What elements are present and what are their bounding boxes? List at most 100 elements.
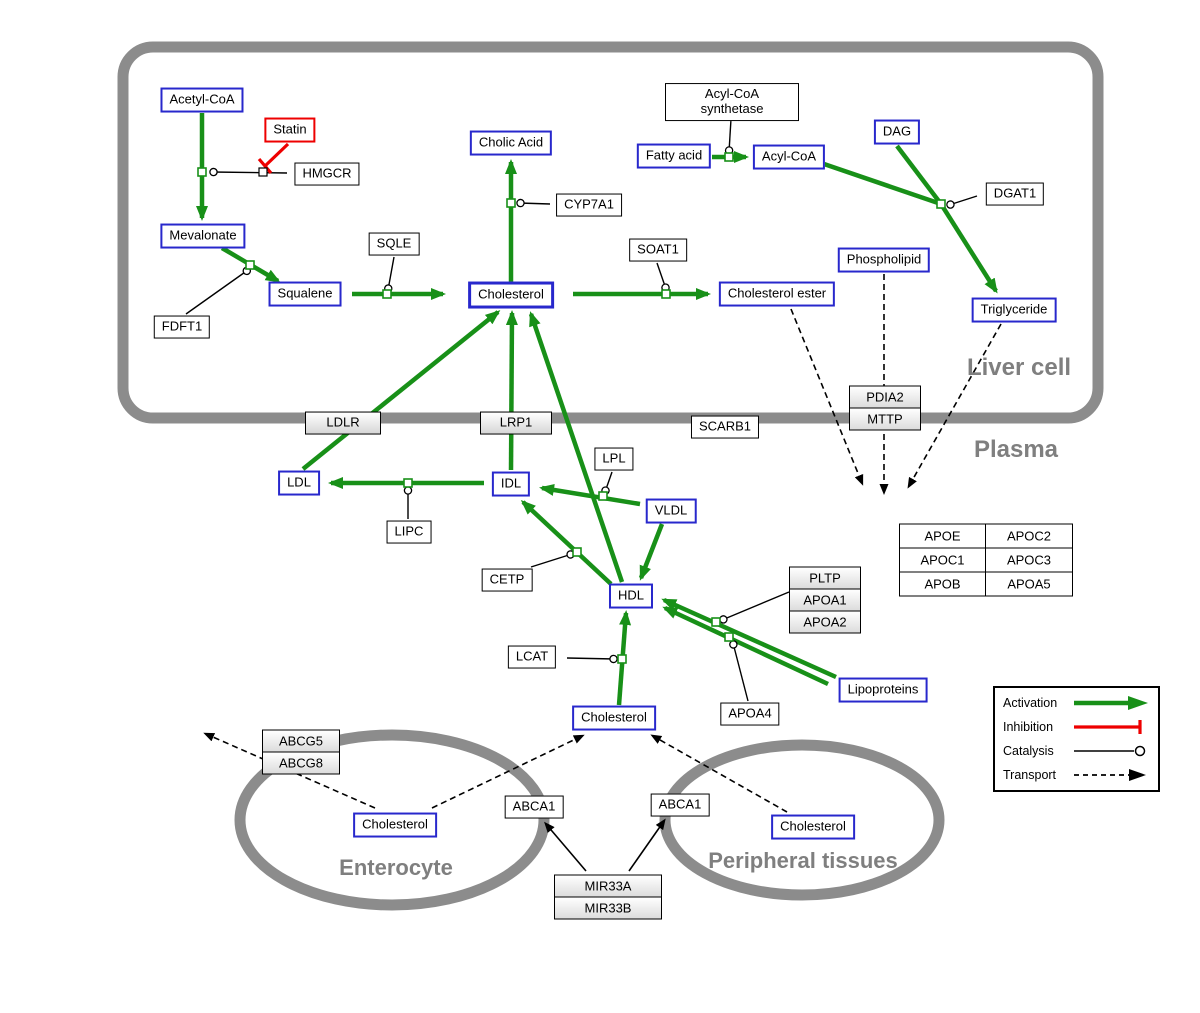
- node-abca1-enterocyte[interactable]: ABCA1: [504, 795, 564, 819]
- liver-cell-membrane: [117, 41, 1104, 424]
- node-mevalonate[interactable]: Mevalonate: [160, 223, 246, 249]
- inhibit-statin-hmgcr: [263, 142, 290, 168]
- node-dag[interactable]: DAG: [873, 119, 921, 145]
- node-ldlr[interactable]: LDLR: [305, 411, 381, 435]
- legend: Activation Inhibition Catalysis Transpor…: [993, 686, 1160, 792]
- transport-enterocyte-to-plasma-cholesterol: [431, 734, 585, 809]
- catalysis-circle-icon: [1074, 745, 1146, 757]
- node-mir33a[interactable]: MIR33A: [554, 874, 662, 898]
- edge-ldl-to-cholesterol-via-ldlr: [301, 310, 501, 471]
- node-mttp[interactable]: MTTP: [849, 407, 921, 431]
- node-lipoproteins[interactable]: Lipoproteins: [838, 677, 928, 703]
- node-apoc1[interactable]: APOC1: [900, 548, 986, 573]
- enterocyte-label: Enterocyte: [339, 855, 453, 880]
- node-pltp[interactable]: PLTP: [789, 566, 861, 590]
- node-acetyl-coa[interactable]: Acetyl-CoA: [160, 87, 244, 113]
- node-hmgcr[interactable]: HMGCR: [294, 162, 360, 186]
- regulation-edges: [544, 818, 666, 872]
- liver-cell-label: Liver cell: [966, 354, 1072, 381]
- anchor-pltp: [711, 617, 721, 627]
- node-lpl[interactable]: LPL: [594, 447, 634, 471]
- anchor-apoa4: [724, 632, 734, 642]
- node-fatty-acid[interactable]: Fatty acid: [636, 143, 712, 169]
- catalysis-soat1: [656, 262, 670, 292]
- node-apoe[interactable]: APOE: [900, 524, 986, 549]
- node-apoa1[interactable]: APOA1: [789, 588, 861, 612]
- legend-catalysis-label: Catalysis: [1003, 744, 1054, 758]
- node-squalene[interactable]: Squalene: [268, 281, 342, 307]
- node-apoa2[interactable]: APOA2: [789, 610, 861, 634]
- edge-hdl-to-cholesterol: [528, 311, 625, 583]
- node-acyl-coa-synthetase[interactable]: Acyl-CoA synthetase: [665, 83, 799, 121]
- arrow-mir33-to-abca1-enterocyte: [544, 821, 587, 872]
- transport-cholesterolester-to-plasma: [790, 308, 864, 486]
- node-sqle[interactable]: SQLE: [368, 232, 420, 256]
- node-apoc2[interactable]: APOC2: [986, 524, 1072, 549]
- node-apoc3[interactable]: APOC3: [986, 548, 1072, 573]
- membranes: [117, 41, 1104, 911]
- legend-row-transport: Transport: [1003, 763, 1150, 787]
- activation-arrow-icon: [1074, 696, 1148, 710]
- node-cholesterol-plasma[interactable]: Cholesterol: [572, 705, 656, 731]
- anchor-hmgcr: [197, 167, 207, 177]
- node-cholesterol-enterocyte[interactable]: Cholesterol: [353, 812, 437, 838]
- catalysis-cetp: [530, 550, 575, 568]
- legend-row-activation: Activation: [1003, 691, 1150, 715]
- legend-row-catalysis: Catalysis: [1003, 739, 1150, 763]
- anchor-lcat: [617, 654, 627, 664]
- node-soat1[interactable]: SOAT1: [629, 238, 687, 262]
- pdia2-mttp-group: PDIA2 MTTP: [849, 385, 921, 431]
- node-scarb1[interactable]: SCARB1: [690, 415, 760, 439]
- node-lipc[interactable]: LIPC: [386, 520, 432, 544]
- node-cholic-acid[interactable]: Cholic Acid: [469, 130, 553, 156]
- edge-vldl-to-idl: [539, 484, 641, 507]
- node-idl[interactable]: IDL: [491, 471, 531, 497]
- activation-edges: [196, 113, 998, 706]
- node-cholesterol-peripheral[interactable]: Cholesterol: [771, 814, 855, 840]
- node-dgat1[interactable]: DGAT1: [985, 182, 1045, 206]
- anchor-acylcoa-synthetase: [724, 152, 734, 162]
- node-mir33b[interactable]: MIR33B: [554, 896, 662, 920]
- anchor-dgat1: [936, 199, 946, 209]
- node-cholesterol-ester[interactable]: Cholesterol ester: [718, 281, 836, 307]
- catalysis-edges: [185, 118, 978, 702]
- node-statin[interactable]: Statin: [264, 117, 316, 143]
- node-acyl-coa[interactable]: Acyl-CoA: [752, 144, 826, 170]
- node-vldl[interactable]: VLDL: [645, 498, 697, 524]
- catalysis-apoa4: [729, 640, 749, 702]
- anchor-cetp: [572, 547, 582, 557]
- enterocyte-membrane: [234, 729, 550, 911]
- node-pdia2[interactable]: PDIA2: [849, 385, 921, 409]
- legend-row-inhibition: Inhibition: [1003, 715, 1150, 739]
- edge-hdl-to-idl-via-cetp: [520, 499, 613, 586]
- legend-inhibition-label: Inhibition: [1003, 720, 1054, 734]
- node-apob[interactable]: APOB: [900, 572, 986, 596]
- node-phospholipid[interactable]: Phospholipid: [837, 247, 931, 273]
- anchor-fdft1: [245, 260, 255, 270]
- arrow-mir33-to-abca1-peripheral: [628, 818, 666, 872]
- edge-lipoproteins-to-hdl-2: [662, 605, 829, 687]
- catalysis-lpl: [601, 471, 613, 495]
- node-abcg5[interactable]: ABCG5: [262, 729, 340, 753]
- node-cyp7a1[interactable]: CYP7A1: [556, 193, 622, 217]
- node-hdl[interactable]: HDL: [608, 583, 654, 609]
- node-apoa4[interactable]: APOA4: [720, 702, 780, 726]
- node-abca1-peripheral[interactable]: ABCA1: [650, 793, 710, 817]
- pltp-apoa-group: PLTP APOA1 APOA2: [789, 566, 861, 634]
- node-fdft1[interactable]: FDFT1: [153, 315, 211, 339]
- node-apoa5[interactable]: APOA5: [986, 572, 1072, 596]
- node-ldl[interactable]: LDL: [278, 470, 320, 496]
- anchor-statin-target: [258, 167, 268, 177]
- node-cholesterol-liver[interactable]: Cholesterol: [468, 281, 554, 309]
- anchor-cyp7a1: [506, 198, 516, 208]
- catalysis-fdft1: [185, 266, 252, 315]
- node-lrp1[interactable]: LRP1: [480, 411, 552, 435]
- catalysis-sqle: [384, 256, 395, 293]
- edge-acylcoa-to-dgat1-junction: [823, 161, 942, 207]
- node-abcg8[interactable]: ABCG8: [262, 751, 340, 775]
- node-triglyceride[interactable]: Triglyceride: [971, 297, 1057, 323]
- node-lcat[interactable]: LCAT: [507, 645, 557, 669]
- node-cetp[interactable]: CETP: [481, 568, 533, 592]
- catalysis-acylcoa-synthetase: [724, 118, 734, 155]
